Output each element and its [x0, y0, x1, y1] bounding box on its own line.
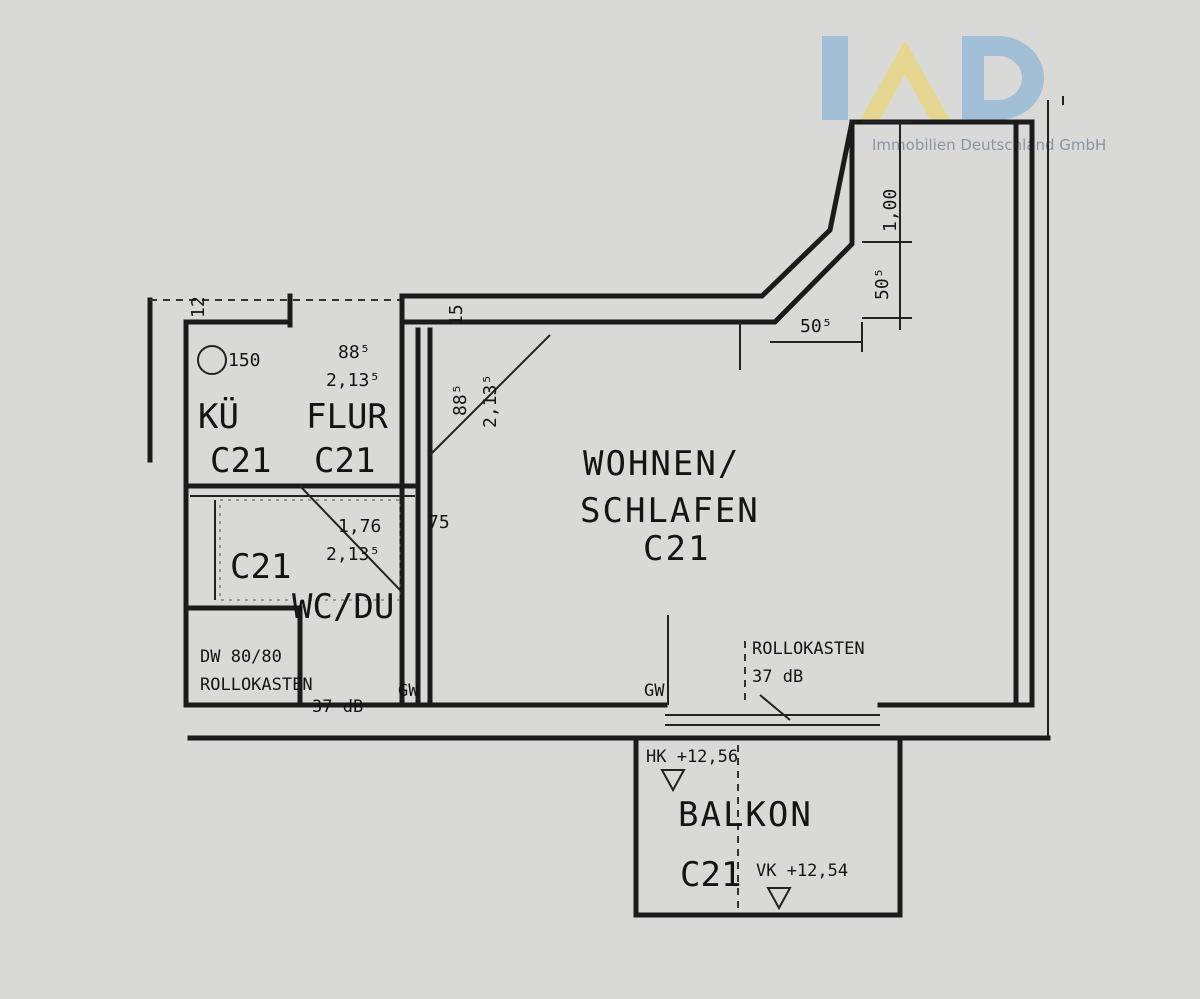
note-symbol-150: 150 [228, 350, 261, 371]
note-hk: HK +12,56 [646, 747, 738, 767]
dim-75: 75 [428, 512, 450, 533]
room-wc-name: WC/DU [292, 587, 394, 627]
drain-icon [197, 345, 227, 375]
dim-12: 12 [188, 296, 209, 318]
walls [147, 96, 1064, 918]
note-db-left: 37 dB [312, 697, 363, 717]
room-wohnen-line1: WOHNEN/ [583, 444, 740, 484]
room-wohnen-line2: SCHLAFEN [580, 491, 760, 531]
room-balkon-name: BALKON [678, 795, 813, 835]
dim-50-5-vertical: 50⁵ [872, 267, 893, 300]
dim-2135-b: 2,13⁵ [480, 374, 501, 428]
dim-15: 15 [446, 304, 467, 326]
dim-88-5-b: 88⁵ [450, 383, 471, 416]
note-rollokasten-left: ROLLOKASTEN [200, 675, 313, 695]
note-dw: DW 80/80 [200, 647, 282, 667]
room-kueche-code: C21 [210, 441, 271, 481]
dim-2135-a: 2,13⁵ [326, 370, 380, 391]
dim-176: 1,76 [338, 516, 381, 537]
level-marker-hk-icon [660, 769, 686, 793]
note-gw-right: GW [644, 681, 665, 701]
level-marker-vk-icon [766, 887, 792, 911]
logo-company-text: Immobilien Deutschland GmbH [872, 136, 1106, 154]
room-labels: KÜ C21 FLUR C21 C21 WC/DU WOHNEN/ SCHLAF… [198, 396, 813, 895]
room-kueche-name: KÜ [198, 396, 239, 437]
dim-100: 1,00 [880, 189, 901, 232]
dim-88-5-a: 88⁵ [338, 342, 371, 363]
dim-50-5-horizontal: 50⁵ [800, 316, 833, 337]
note-rollokasten-right: ROLLOKASTEN [752, 639, 865, 659]
room-bad-code: C21 [230, 547, 291, 587]
note-gw-left: GW [398, 681, 419, 701]
note-db-right: 37 dB [752, 667, 803, 687]
plan-notes: ROLLOKASTEN 37 dB DW 80/80 ROLLOKASTEN 3… [200, 350, 865, 881]
iad-logo: Immobilien Deutschland GmbH [822, 36, 1106, 154]
room-wohnen-code: C21 [643, 529, 710, 569]
room-flur-name: FLUR [306, 397, 388, 437]
note-vk: VK +12,54 [756, 861, 848, 881]
dim-2135-c: 2,13⁵ [326, 544, 380, 565]
dimension-labels: 1,00 50⁵ 50⁵ 88⁵ 2,13⁵ 88⁵ 2,13⁵ 1,76 2,… [188, 189, 901, 565]
room-balkon-code: C21 [680, 855, 741, 895]
room-flur-code: C21 [314, 441, 375, 481]
